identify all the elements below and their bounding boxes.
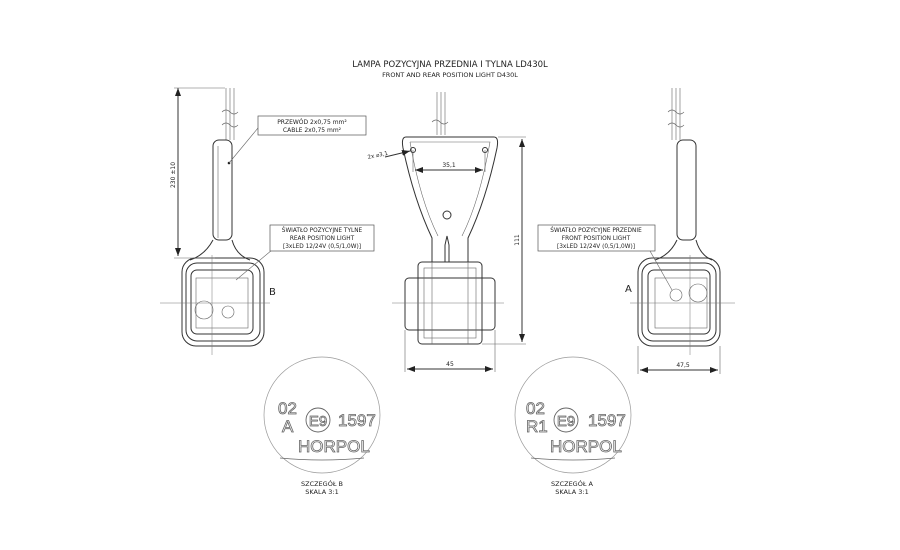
detail-a-code-bottom: R1 bbox=[526, 417, 548, 436]
hole-spacing-dimension: 35,1 bbox=[442, 162, 456, 169]
detail-b-e-mark: E9 bbox=[309, 413, 327, 430]
front-light-callout-en: FRONT POSITION LIGHT bbox=[562, 236, 631, 242]
title-line2: FRONT AND REAR POSITION LIGHT D430L bbox=[382, 71, 518, 79]
hole-diameter-dimension: 2x ⌀3,1 bbox=[367, 151, 388, 161]
detail-a-approval-number: 1597 bbox=[588, 411, 626, 430]
detail-a: 02 R1 E9 1597 HORPOL SZCZEGÓŁ A SKALA 3:… bbox=[514, 356, 632, 496]
front-light-callout-pl: ŚWIATŁO POZYCYJNE PRZEDNIE bbox=[550, 227, 642, 234]
detail-b-approval-number: 1597 bbox=[338, 411, 376, 430]
detail-b-scale: SKALA 3:1 bbox=[305, 488, 338, 496]
detail-a-brand: HORPOL bbox=[550, 437, 622, 456]
cable-callout-en: CABLE 2x0,75 mm² bbox=[283, 127, 342, 134]
detail-b-code-bottom: A bbox=[282, 417, 294, 436]
front-light-callout-spec: [3xLED 12/24V (0,5/1,0W)] bbox=[557, 244, 635, 250]
detail-a-caption: SZCZEGÓŁ A bbox=[551, 479, 594, 488]
right-width-dimension: 47,5 bbox=[676, 362, 690, 369]
detail-a-scale: SKALA 3:1 bbox=[555, 488, 588, 496]
detail-a-e-mark: E9 bbox=[557, 413, 575, 430]
rear-light-callout-pl: ŚWIATŁO POZYCYJNE TYLNE bbox=[282, 227, 363, 234]
title-line1: LAMPA POZYCYJNA PRZEDNIA I TYLNA LD430L bbox=[352, 60, 548, 70]
detail-b-brand: HORPOL bbox=[298, 437, 370, 456]
width-dimension: 45 bbox=[446, 361, 454, 368]
section-label-b: B bbox=[269, 287, 276, 298]
rear-light-callout-en: REAR POSITION LIGHT bbox=[290, 236, 355, 242]
length-dimension: 230 ±10 bbox=[170, 162, 177, 188]
height-dimension: 111 bbox=[514, 234, 521, 246]
right-view-front-light: A 47,5 ŚWIATŁO POZYCYJNE PRZEDNIE FRONT … bbox=[537, 88, 735, 374]
section-label-a: A bbox=[625, 284, 632, 295]
middle-view-side: 35,1 2x ⌀3,1 111 45 bbox=[367, 92, 526, 372]
detail-b: 02 A E9 1597 HORPOL SZCZEGÓŁ B SKALA 3:1 bbox=[263, 356, 381, 496]
detail-b-caption: SZCZEGÓŁ B bbox=[301, 479, 343, 488]
rear-light-callout-spec: [3xLED 12/24V (0,5/1,0W)] bbox=[283, 244, 361, 250]
detail-b-code-top: 02 bbox=[278, 399, 297, 418]
detail-a-code-top: 02 bbox=[526, 399, 545, 418]
cable-callout-pl: PRZEWÓD 2x0,75 mm² bbox=[277, 119, 347, 126]
left-view-rear-light: B 230 ±10 PRZEWÓD 2x0,75 mm² CABLE 2x0,7… bbox=[160, 87, 375, 355]
